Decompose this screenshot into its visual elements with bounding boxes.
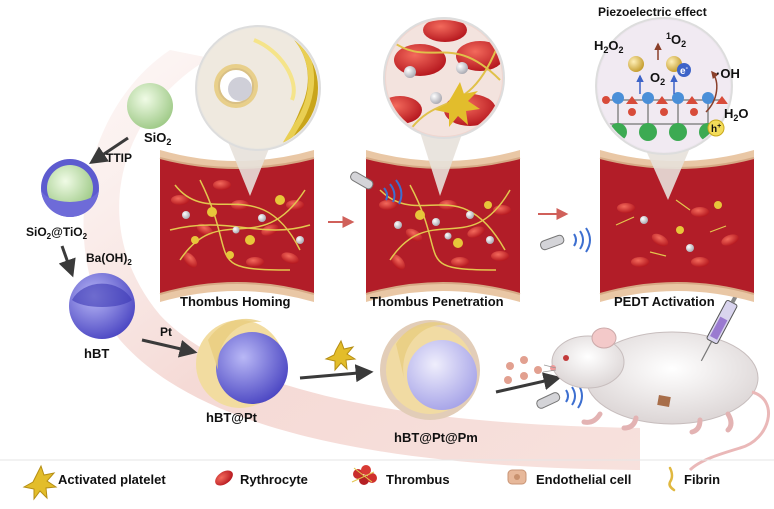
hbt-pt-label: hBT@Pt [206,410,258,425]
h2o2-label: H2O2 [594,38,624,55]
membrane-arrow [299,364,374,383]
hbt-label: hBT [84,346,109,361]
hole-label: h+ [711,123,721,135]
zoom-cone-2 [420,132,462,196]
legend-platelet-label: Activated platelet [58,472,166,487]
ttip-label: TTIP [106,151,132,165]
injection-arrow [495,372,562,394]
electron-label: e- [680,65,689,77]
sio2-particle [127,83,173,129]
legend: Activated platelet Rythrocyte Thrombus E… [0,459,774,501]
hbt-particle [69,273,135,339]
sio2-tio2-label: SiO2@TiO2 [26,225,88,241]
pt-arrow [141,338,198,358]
piezo-title: Piezoelectric effect [598,5,707,19]
hbt-pt-pm-particle [380,320,480,420]
legend-thrombus-label: Thrombus [386,472,450,487]
legend-fibrin-icon [668,466,676,492]
stage-label-penetration: Thombus Penetration [370,294,504,309]
hydroxyl-label: ·OH [716,66,740,81]
stage-label-homing: Thombus Homing [180,294,291,309]
ultrasound-probe-icon-3 [539,227,591,253]
baoh2-label: Ba(OH)2 [86,251,132,267]
legend-fibrin-label: Fibrin [684,472,720,487]
ultrasound-probe-icon [536,383,583,409]
stage-label-activation: PEDT Activation [614,294,715,309]
platelet-icon-transfer [324,339,357,372]
crystal-lattice [602,92,728,141]
hbt-pt-pm-label: hBT@Pt@Pm [394,430,478,445]
pt-label: Pt [160,325,172,339]
legend-endothelial-label: Endothelial cell [536,472,631,487]
zoom-circle-penetration [383,17,505,139]
mouse-icon [542,327,770,472]
legend-endothelial-icon [507,469,527,485]
legend-platelet-icon [22,464,58,501]
vessel-homing [159,150,315,302]
nanoparticle-dots [504,356,542,384]
vessel-penetration [365,150,521,302]
ttip-arrow [89,136,129,164]
baoh2-arrow [58,245,76,278]
legend-thrombus-icon [351,465,377,485]
oxygen-label: O2 [650,70,665,87]
hole-badge [707,119,725,137]
legend-erythrocyte-icon [215,470,233,486]
ultrasound-probe-icon-2 [350,171,403,205]
zoom-cone-1 [228,142,270,196]
legend-erythrocyte-label: Rythrocyte [240,472,308,487]
singlet-oxygen-label: 1O2 [666,31,686,49]
water-label: H2O [724,106,749,123]
zoom-circle-homing [195,25,321,151]
sio2-label: SiO2 [144,130,171,147]
hbt-pt-particle [196,318,288,408]
vessel-activation [599,150,755,302]
sio2-tio2-particle [41,159,99,217]
zoom-cone-3 [644,146,690,200]
